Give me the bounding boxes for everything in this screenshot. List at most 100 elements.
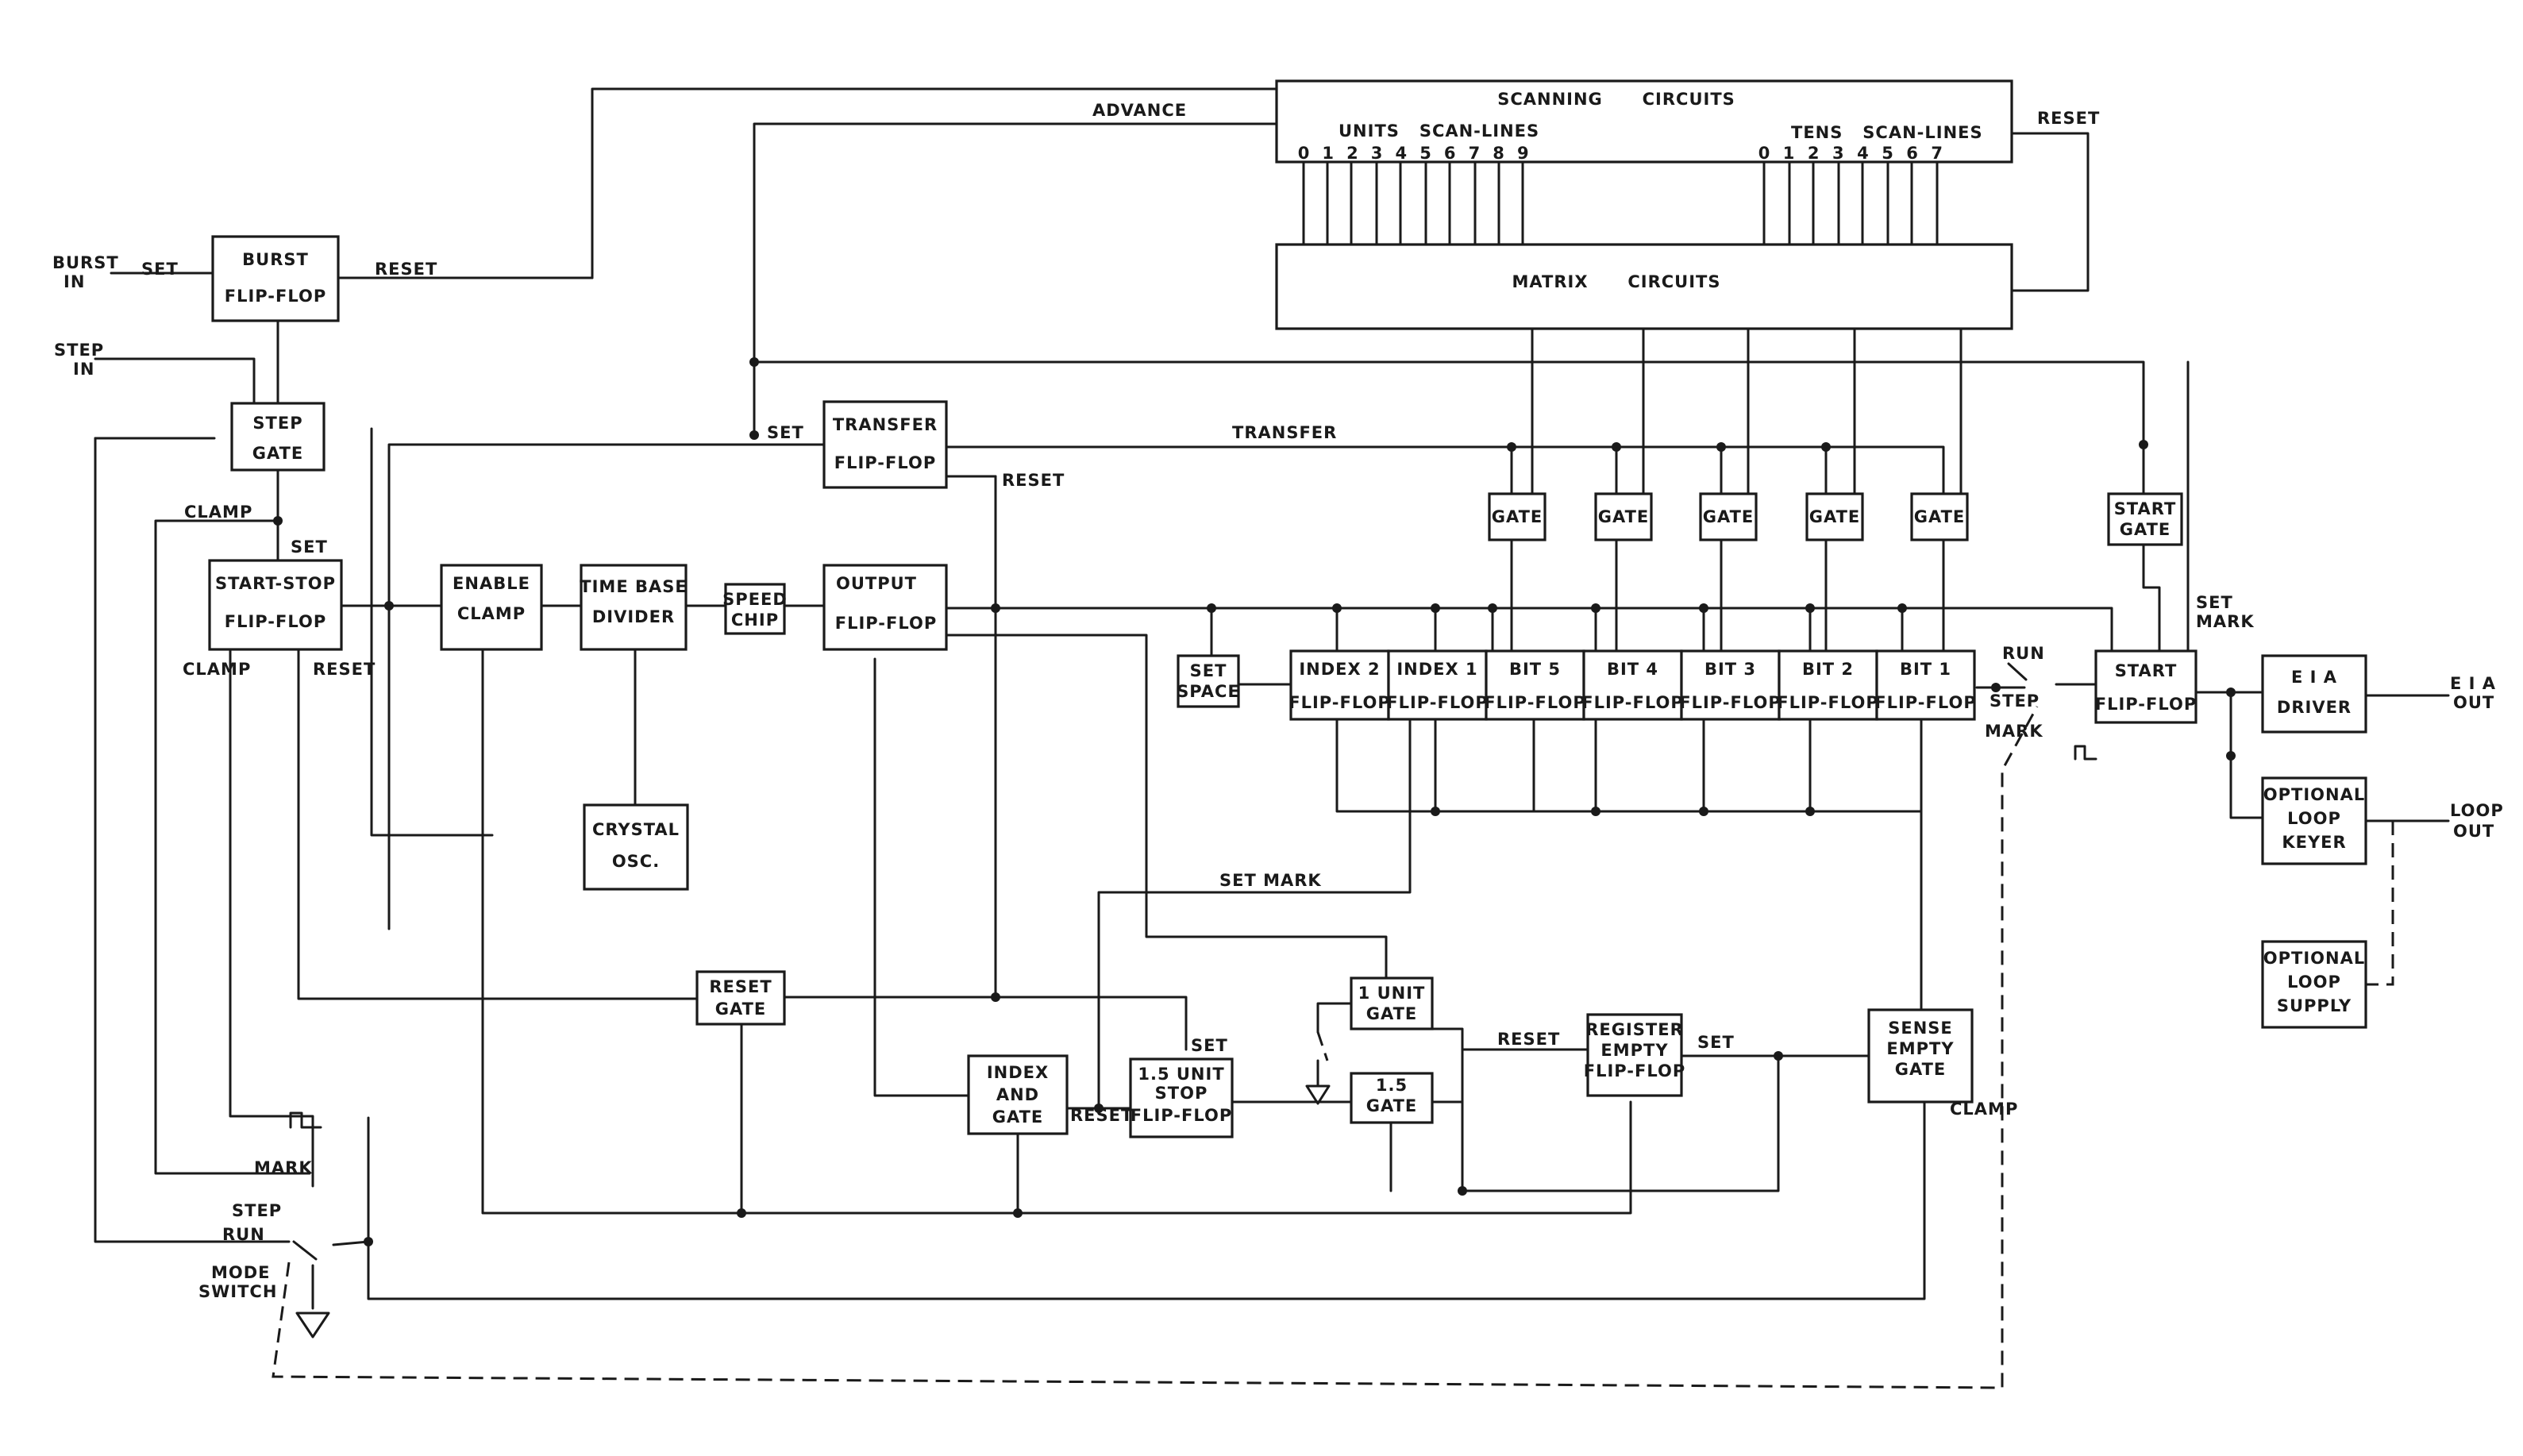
one-unit-gate: 1 UNIT GATE [1350,976,1434,1030]
output-unit-wire [945,634,1388,980]
one-five-gate: 1.5 GATE [1350,1072,1434,1124]
gate-register-wire [1431,1048,1589,1104]
unit-gate-line1: 1 UNIT [1358,984,1426,1003]
output-ff-line2: FLIP-FLOP [835,614,938,633]
register-set-label: SET [1697,1033,1735,1052]
output-ff-line1: OUTPUT [836,574,917,593]
transfer-flip-flop: TRANSFER FLIP-FLOP [822,400,948,489]
sense-gate-line3: GATE [1895,1060,1947,1079]
sense-clamp-label: CLAMP [1950,1100,2018,1119]
index-gate-line2: AND [996,1085,1039,1104]
junctions [273,357,2236,1246]
loop-supply-line2: LOOP [2287,973,2341,992]
output-register-wire [945,607,2113,653]
onefive-gate-line1: 1.5 [1376,1076,1408,1095]
run-label-right: RUN [2002,644,2045,663]
register-cell-sublabel: FLIP-FLOP [1679,693,1782,712]
pulse-symbol-left [289,1111,322,1129]
enable-clamp: ENABLE CLAMP [440,564,543,651]
start-ff-line2: FLIP-FLOP [2095,695,2198,714]
burst-ff-line1: BURST [242,250,309,269]
register-cell-label: BIT 1 [1900,660,1951,679]
register-cell-sublabel: FLIP-FLOP [1581,693,1684,712]
matrix-gates-wire [1531,327,1963,495]
transfer-ff-line2: FLIP-FLOP [834,453,937,472]
burst-set-label: SET [141,260,179,279]
loop-supply-wire [2366,821,2394,986]
burst-in-label-2: IN [64,272,85,291]
step-in-label-1: STEP [54,341,104,360]
index-gate-line3: GATE [992,1107,1044,1127]
stop-ff-line1: 1.5 UNIT [1138,1065,1224,1084]
mode-run-label: RUN [222,1225,265,1244]
scan-digit: 5 [1419,144,1431,163]
scan-reset-label: RESET [2037,109,2100,128]
stop-set-label: SET [1191,1036,1228,1055]
unit-gate-line2: GATE [1366,1004,1418,1023]
burst-flip-flop: BURST FLIP-FLOP [211,235,340,322]
scan-digit: 4 [1395,144,1407,163]
transfer-out-wire [945,445,1945,495]
mode-mark-label: MARK [254,1158,313,1177]
scanning-circuits: SCANNING CIRCUITS [1275,79,2013,164]
time-base-line1: TIME BASE [580,577,687,596]
scan-digit: 7 [1931,144,1943,163]
bottom-bus-wire [481,648,1632,1215]
scan-digit: 1 [1783,144,1795,163]
mark-label-right: MARK [1985,722,2043,741]
optional-loop-supply: OPTIONAL LOOP SUPPLY [2261,940,2367,1029]
units-scan-lines [1302,160,1524,246]
start-ff-line1: START [2115,661,2178,680]
set-space: SET SPACE [1177,654,1240,708]
eia-driver-line2: DRIVER [2277,698,2352,717]
reset-stop-wire [994,996,1188,1051]
setmark-right-2: MARK [2196,612,2255,631]
eia-driver-line1: E I A [2291,668,2337,687]
units-scan-label: UNITS SCAN-LINES [1339,121,1539,141]
burst-reset-label: RESET [375,260,437,279]
scan-digit: 3 [1371,144,1383,163]
startstop-reset-label: RESET [313,660,376,679]
tens-scan-lines [1762,160,1939,246]
mode-to-sense-wire [332,1100,1926,1300]
loop-keyer-line3: KEYER [2282,833,2346,852]
step-gate: STEP GATE [230,402,325,472]
setmark-right-1: SET [2196,593,2233,612]
register-bus-wire [1335,718,1923,813]
pulse-symbol-right [2074,745,2097,761]
register-cell-label: INDEX 2 [1299,660,1380,679]
clamp-label-left: CLAMP [183,660,251,679]
scan-digit: 6 [1444,144,1456,163]
loop-keyer-line2: LOOP [2287,809,2341,828]
gate-5-label: GATE [1914,507,1966,526]
reg-empty-line1: REGISTER [1585,1020,1684,1039]
gate-2: GATE [1594,492,1653,541]
transfer-ff-line1: TRANSFER [833,415,938,434]
startgate-wire [2142,543,2161,664]
gate-3-label: GATE [1703,507,1755,526]
scan-digit: 2 [1808,144,1820,163]
register-cell-sublabel: FLIP-FLOP [1777,693,1879,712]
ground-symbol [295,1312,330,1339]
gate-4-label: GATE [1809,507,1861,526]
scan-to-burst-wire [591,87,1278,279]
transfer-set-wire [387,443,826,930]
step-label-right: STEP [1990,691,2040,711]
gate-1-label: GATE [1492,507,1543,526]
start-flip-flop: START FLIP-FLOP [2094,649,2198,724]
clamp-return-wire [370,427,494,837]
start-stop-line1: START-STOP [215,574,336,593]
step-gate-line2: GATE [252,444,304,463]
stop-ff-line2: STOP [1155,1084,1208,1103]
start-gate-line2: GATE [2120,520,2171,539]
stop-flip-flop: 1.5 UNIT STOP FLIP-FLOP [1129,1057,1234,1138]
unit-switch-wire [1316,1002,1353,1088]
register-taps-wire [1210,607,1904,657]
advance-horizontal-wire [753,360,2145,495]
stop-ff-line3: FLIP-FLOP [1131,1106,1233,1125]
register-cell-label: BIT 4 [1607,660,1658,679]
